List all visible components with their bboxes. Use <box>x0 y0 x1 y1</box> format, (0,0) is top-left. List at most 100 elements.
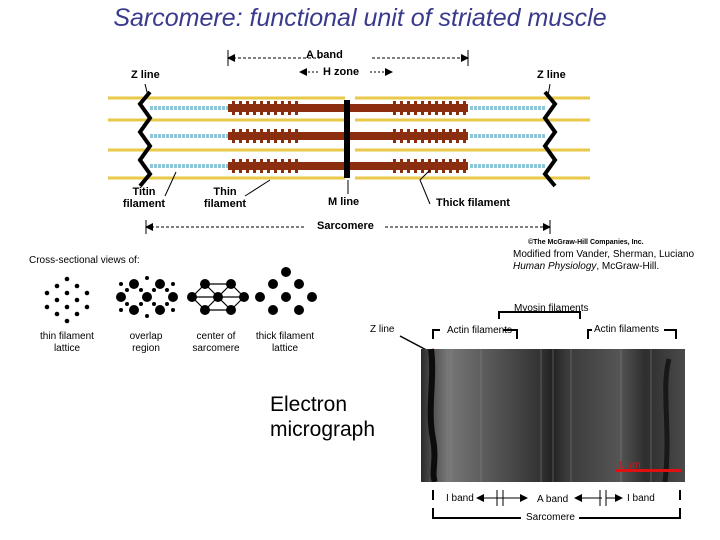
h-zone-label: H zone <box>323 66 360 78</box>
myosin-head <box>288 129 291 143</box>
thin-dot <box>145 276 149 280</box>
thin-dot <box>165 302 169 306</box>
thin-dot <box>84 304 90 310</box>
myosin-head <box>393 129 396 143</box>
myosin-head <box>288 159 291 173</box>
z-line-micro-label: Z line <box>370 324 395 335</box>
thin-dot <box>44 290 50 296</box>
sarcomere-label: Sarcomere <box>317 220 374 232</box>
thin-dot <box>44 304 50 310</box>
thin-dot <box>139 288 143 292</box>
thin-dot <box>64 318 70 324</box>
thin-dot <box>171 308 175 312</box>
myosin-head <box>393 159 396 173</box>
z-line-band <box>427 349 438 482</box>
myosin-head <box>267 129 270 143</box>
scale-label: 1 µm <box>618 460 641 471</box>
myosin-head <box>442 129 445 143</box>
electron-micrograph <box>421 349 685 482</box>
myosin-head <box>407 101 410 115</box>
thick-dot <box>155 305 165 315</box>
myosin-head <box>449 101 452 115</box>
myosin-head <box>295 129 298 143</box>
z-line-right-label: Z line <box>537 69 566 81</box>
actin-left-label: Actin filaments <box>447 325 513 336</box>
myosin-head <box>393 101 396 115</box>
thick-dot <box>200 279 210 289</box>
myosin-head <box>435 159 438 173</box>
myosin-head <box>274 129 277 143</box>
sarcomere-micro-label: Sarcomere <box>526 512 575 523</box>
myosin-head <box>449 159 452 173</box>
thick-dot <box>255 292 265 302</box>
myosin-head <box>449 129 452 143</box>
thin-dot <box>125 302 129 306</box>
myosin-head <box>456 159 459 173</box>
thick-dot <box>116 292 126 302</box>
myosin-bracket <box>498 311 581 319</box>
myosin-head <box>274 101 277 115</box>
thin-dot <box>125 288 129 292</box>
thick-filament-label: Thick filament <box>436 197 510 209</box>
actin-right-label: Actin filaments <box>594 324 660 335</box>
thin-dot <box>64 304 70 310</box>
titin-filaments <box>150 106 545 168</box>
myosin-head <box>253 101 256 115</box>
thick-dot <box>200 305 210 315</box>
thin-dot <box>54 311 60 317</box>
thin-dot <box>54 283 60 289</box>
myosin-head <box>435 129 438 143</box>
myosin-head <box>253 129 256 143</box>
lattice-thick <box>255 267 317 315</box>
myosin-head <box>246 101 249 115</box>
myosin-head <box>400 159 403 173</box>
thin-dot <box>74 311 80 317</box>
thin-dot <box>54 297 60 303</box>
i-band-left-label: I band <box>446 493 474 504</box>
myosin-head <box>435 101 438 115</box>
thick-dot <box>226 305 236 315</box>
myosin-head <box>428 159 431 173</box>
myosin-head <box>463 159 466 173</box>
thin-dot <box>119 308 123 312</box>
thick-dot <box>129 279 139 289</box>
i-band-right-label: I band <box>627 493 655 504</box>
cross-section-heading: Cross-sectional views of: <box>29 255 140 266</box>
myosin-head <box>442 101 445 115</box>
myosin-head <box>421 129 424 143</box>
myosin-head <box>281 129 284 143</box>
a-band-micro-label: A band <box>537 494 569 505</box>
myosin-head <box>267 101 270 115</box>
thick-dot <box>281 267 291 277</box>
myosin-head <box>421 159 424 173</box>
myosin-head <box>267 159 270 173</box>
thick-dot <box>187 292 197 302</box>
thin-dot <box>171 282 175 286</box>
myosin-head <box>239 129 242 143</box>
myosin-head <box>456 101 459 115</box>
z-line-left-label: Z line <box>131 69 160 81</box>
credit-book: Human Physiology, McGraw-Hill. <box>513 261 660 272</box>
myosin-head <box>414 159 417 173</box>
myosin-head <box>428 101 431 115</box>
thick-dot <box>268 305 278 315</box>
myosin-head <box>288 101 291 115</box>
thin-filament-label: Thin filament <box>203 186 247 210</box>
myosin-head <box>246 159 249 173</box>
myosin-head <box>260 159 263 173</box>
myosin-head <box>232 101 235 115</box>
myosin-head <box>281 101 284 115</box>
myosin-head <box>260 129 263 143</box>
m-line-label: M line <box>328 196 360 208</box>
myosin-head <box>463 129 466 143</box>
myosin-head <box>295 159 298 173</box>
lattice-overlap <box>116 276 178 318</box>
thin-dot <box>74 283 80 289</box>
myosin-head <box>260 101 263 115</box>
thin-dot <box>74 297 80 303</box>
myosin-head <box>421 101 424 115</box>
myosin-head <box>400 101 403 115</box>
thick-dot <box>155 279 165 289</box>
thick-dot <box>294 305 304 315</box>
